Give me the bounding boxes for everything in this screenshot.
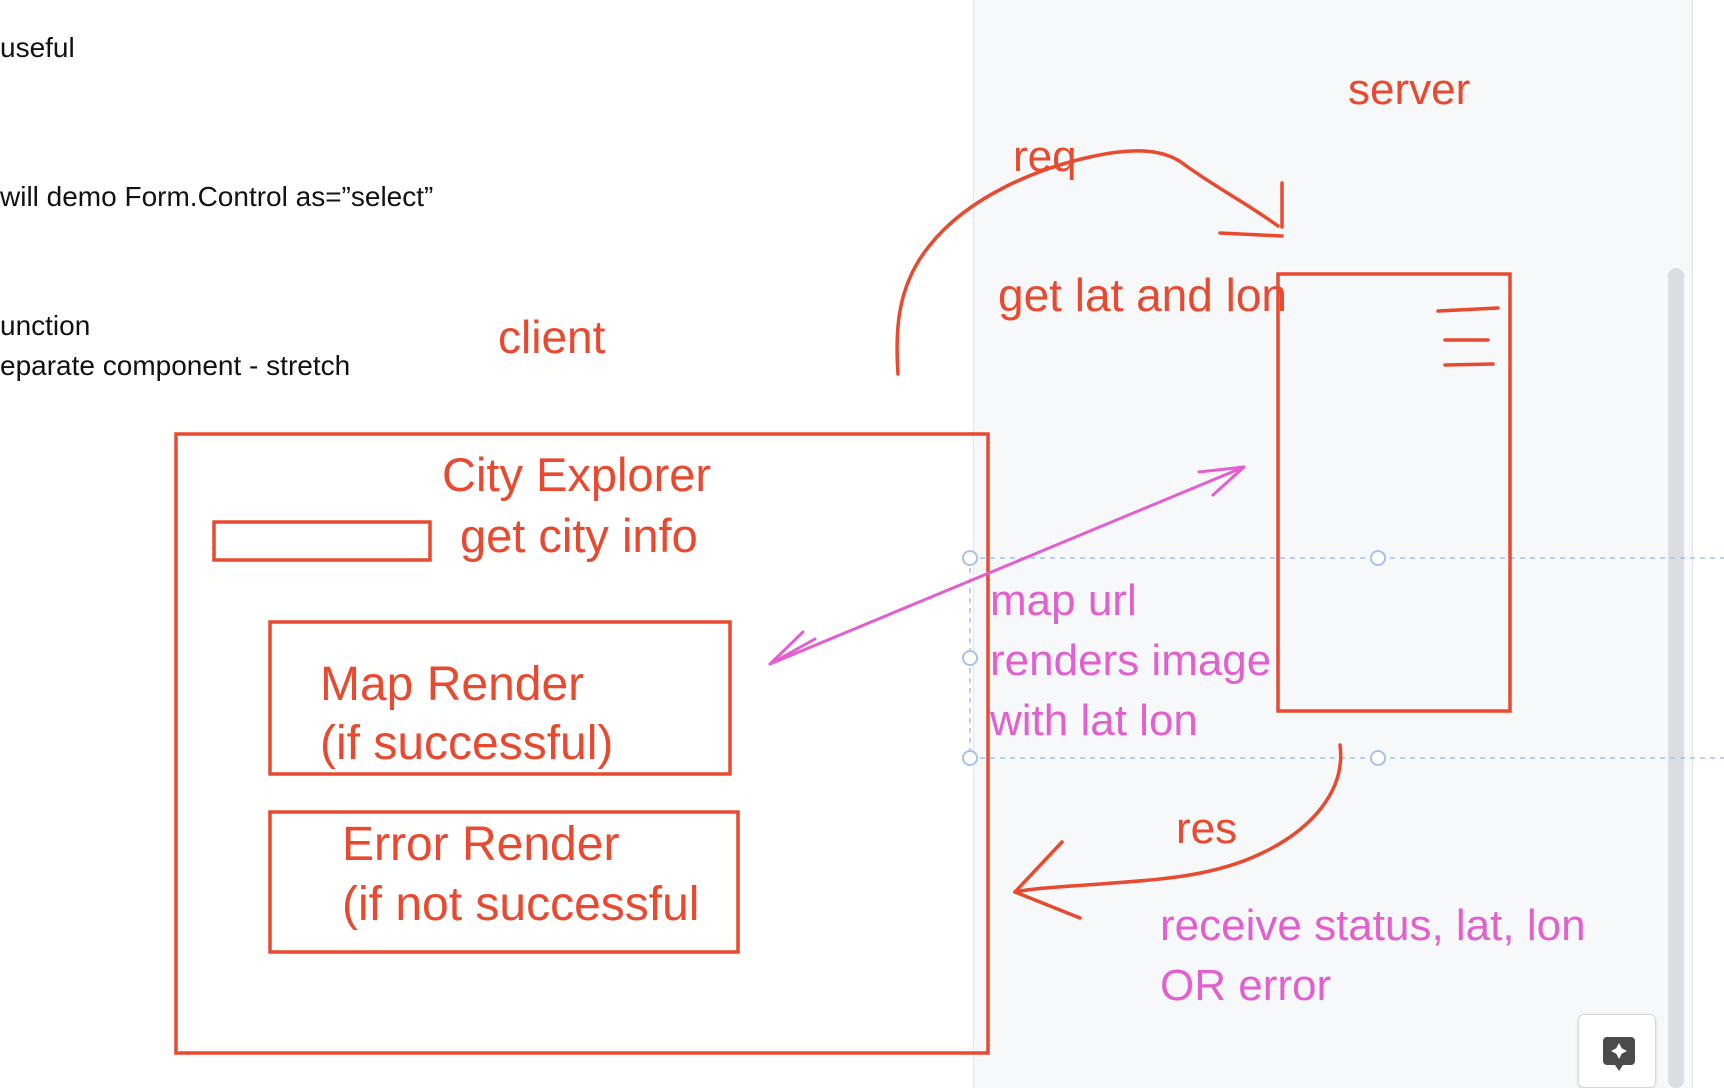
server-label: server xyxy=(1348,65,1470,114)
assistant-button[interactable] xyxy=(1578,1014,1656,1088)
request-arrow xyxy=(895,149,1280,376)
map-url-arrow-head xyxy=(768,630,805,666)
resize-handle[interactable] xyxy=(962,650,978,666)
resize-handle[interactable] xyxy=(962,750,978,766)
map-note-line: map url xyxy=(990,576,1137,625)
resize-handle[interactable] xyxy=(1370,750,1386,766)
resize-handle[interactable] xyxy=(962,550,978,566)
map-url-double-arrow xyxy=(768,465,1246,666)
app-subtitle: get city info xyxy=(460,509,698,562)
server-line-mark xyxy=(1436,306,1500,313)
map-url-arrow-head xyxy=(1197,465,1246,474)
receive-note-line: OR error xyxy=(1160,961,1331,1010)
document-line: will demo Form.Control as=”select” xyxy=(0,181,434,212)
error-render-box xyxy=(268,810,740,954)
client-app-box xyxy=(174,432,990,1055)
map-render-title: Map Render xyxy=(320,658,584,711)
map-render-box xyxy=(268,620,732,776)
map-url-arrow-head xyxy=(768,637,817,666)
map-note-line: renders image xyxy=(990,636,1271,685)
receive-note-line: receive status, lat, lon xyxy=(1160,901,1586,950)
request-arrow-head xyxy=(1218,231,1284,238)
server-line-mark xyxy=(1443,362,1495,367)
error-render-title: Error Render xyxy=(342,818,619,871)
response-label: res xyxy=(1176,804,1237,853)
document-line: eparate component - stretch xyxy=(0,350,351,381)
canvas-side-panel xyxy=(974,0,1693,1088)
get-lat-lon-label: get lat and lon xyxy=(998,269,1287,321)
map-url-arrow-head xyxy=(1211,465,1246,497)
client-label: client xyxy=(498,311,606,363)
response-arrow xyxy=(1013,743,1343,894)
app-title: City Explorer xyxy=(442,448,711,501)
map-render-subtitle: (if successful) xyxy=(320,717,613,770)
vertical-scrollbar[interactable] xyxy=(1668,268,1684,1088)
document-line: unction xyxy=(0,310,91,341)
error-render-subtitle: (if not successful xyxy=(342,878,699,931)
document-pane: useful will demo Form.Control as=”select… xyxy=(0,0,974,1088)
city-search-input-box xyxy=(212,520,432,562)
response-arrow-head xyxy=(1013,840,1064,894)
sparkle-icon xyxy=(1603,1037,1635,1071)
server-box xyxy=(1276,272,1512,713)
response-arrow-head xyxy=(1013,890,1082,920)
request-label: req xyxy=(1013,132,1077,181)
map-note-line: with lat lon xyxy=(989,696,1198,745)
document-line: useful xyxy=(0,32,75,63)
resize-handle[interactable] xyxy=(1370,550,1386,566)
